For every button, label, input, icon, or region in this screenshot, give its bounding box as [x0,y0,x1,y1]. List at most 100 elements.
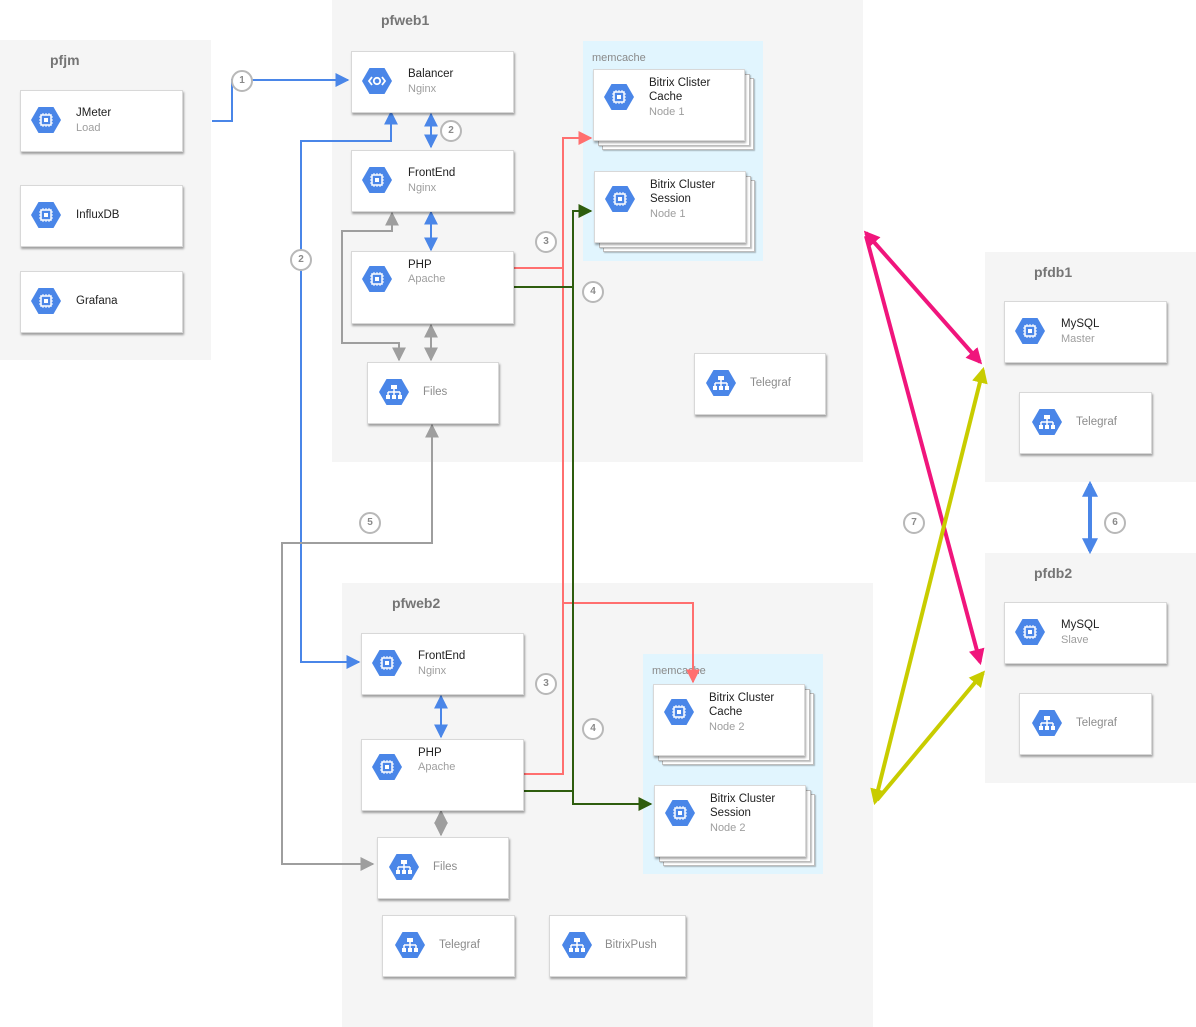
edge-balancer-frontend2 [300,110,398,669]
node-subtitle: Node 1 [649,106,685,118]
node-title: MySQL [1061,318,1100,330]
node-subtitle: Nginx [418,665,447,677]
edge-web2-mysql-master [870,366,988,806]
node-subtitle: Slave [1061,634,1089,646]
compute-engine-icon [362,167,392,193]
edge-files1-files2 [281,423,439,871]
zone-title-pfweb1: pfweb1 [381,12,430,28]
node-php1[interactable]: PHP Apache [351,251,514,324]
step-badge: 4 [582,718,604,740]
edge-php-session2 [572,287,653,811]
compute-engine-icon [665,800,695,826]
node-mysql-slave[interactable]: MySQL Slave [1004,602,1167,664]
step-badge: 3 [535,231,557,253]
node-title: MySQL [1061,619,1100,631]
node-telegraf-web2[interactable]: Telegraf [382,915,515,977]
edge-web1-mysql-master [863,230,983,365]
node-bitrixpush[interactable]: BitrixPush [549,915,686,977]
node-title: Telegraf [1076,717,1117,729]
node-title: Balancer [408,68,454,80]
compute-engine-icon [1015,619,1045,645]
node-subtitle: Node 2 [709,721,745,733]
node-grafana[interactable]: Grafana [20,271,183,333]
node-title-line2: Cache [709,706,743,718]
node-mysql-master[interactable]: MySQL Master [1004,301,1167,363]
node-jmeter[interactable]: JMeter Load [20,90,183,152]
filestore-icon [395,932,425,958]
node-files1[interactable]: Files [367,362,499,424]
compute-engine-icon [31,107,61,133]
node-session2[interactable]: Bitrix Cluster Session Node 2 [654,785,806,857]
node-title: Files [433,861,458,873]
node-title-line2: Session [650,193,691,205]
node-title: Bitrix Cluster [650,179,716,191]
node-title: FrontEnd [408,167,456,179]
filestore-icon [706,370,736,396]
node-title: Grafana [76,295,118,307]
filestore-icon [389,854,419,880]
memcache-title-1: memcache [592,52,646,64]
node-subtitle: Apache [418,761,456,773]
edge-php-cache2 [562,268,700,684]
compute-engine-icon [605,186,635,212]
node-session1[interactable]: Bitrix Cluster Session Node 1 [594,171,746,243]
step-badge: 2 [290,249,312,271]
step-badge: 4 [582,281,604,303]
node-title: Telegraf [750,377,791,389]
node-cache1[interactable]: Bitrix Clister Cache Node 1 [593,69,745,141]
zone-title-pfjm: pfjm [50,52,80,68]
filestore-icon [562,932,592,958]
compute-engine-icon [604,84,634,110]
node-subtitle: Apache [408,273,446,285]
compute-engine-icon [372,650,402,676]
node-telegraf-web1[interactable]: Telegraf [694,353,826,415]
edge-web2-mysql-slave [875,670,986,802]
compute-engine-icon [362,266,392,292]
node-subtitle: Node 2 [710,822,746,834]
zone-title-pfdb1: pfdb1 [1034,264,1073,280]
node-telegraf-db1[interactable]: Telegraf [1019,392,1152,454]
node-subtitle: Nginx [408,83,437,95]
step-badge: 3 [535,673,557,695]
edge-frontend1-files1 [341,211,406,362]
node-title: Bitrix Cluster [710,793,776,805]
node-title: Telegraf [439,939,480,951]
node-title: JMeter [76,107,112,119]
node-title: Bitrix Cluster [709,692,775,704]
node-subtitle: Master [1061,333,1095,345]
node-title: InfluxDB [76,209,120,221]
node-balancer[interactable]: Balancer Nginx [351,51,514,113]
node-cache2[interactable]: Bitrix Cluster Cache Node 2 [653,684,805,756]
step-badge: 1 [231,70,253,92]
load-balancer-icon [362,68,392,94]
filestore-icon [1032,710,1062,736]
node-php2[interactable]: PHP Apache [361,739,524,811]
step-badge: 7 [903,512,925,534]
filestore-icon [379,379,409,405]
edge-php1-cache1 [513,131,593,269]
filestore-icon [1032,409,1062,435]
node-telegraf-db2[interactable]: Telegraf [1019,693,1152,755]
compute-engine-icon [1015,318,1045,344]
node-title: PHP [418,747,442,759]
step-badge: 2 [440,120,462,142]
node-title: Files [423,386,448,398]
node-frontend1[interactable]: FrontEnd Nginx [351,150,514,212]
edge-php1-session1 [513,204,593,288]
edge-jmeter-balancer [212,73,350,122]
node-title: Bitrix Clister [649,77,711,89]
step-badge: 5 [359,512,381,534]
node-title: Telegraf [1076,416,1117,428]
node-frontend2[interactable]: FrontEnd Nginx [361,633,524,695]
node-subtitle: Load [76,122,101,134]
node-title-line2: Cache [649,91,683,103]
edge-php2-cache [523,603,564,775]
node-files2[interactable]: Files [377,837,509,899]
compute-engine-icon [31,288,61,314]
step-badge: 6 [1104,512,1126,534]
compute-engine-icon [664,699,694,725]
node-influxdb[interactable]: InfluxDB [20,185,183,247]
node-title: BitrixPush [605,939,657,951]
node-title: FrontEnd [418,650,466,662]
